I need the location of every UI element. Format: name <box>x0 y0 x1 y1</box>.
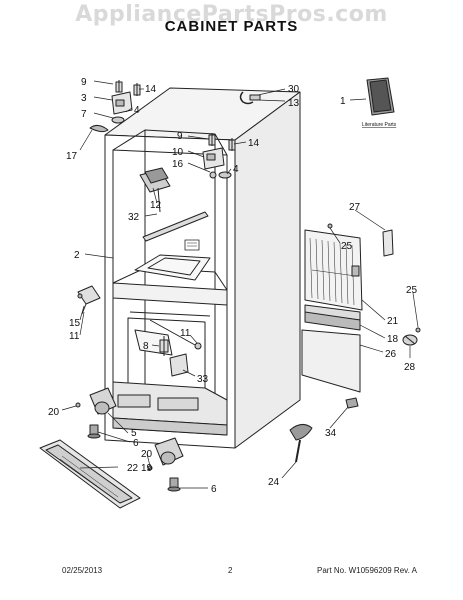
callout-9: 9 <box>177 131 183 142</box>
callout-26: 26 <box>385 349 397 360</box>
side-bracket-left <box>77 285 101 315</box>
power-cord-clip <box>239 91 261 105</box>
callout-11: 11 <box>69 331 80 342</box>
callout-4: 4 <box>233 164 239 175</box>
front-roller-left <box>75 387 117 439</box>
callout-27: 27 <box>349 202 361 213</box>
callout-24: 24 <box>268 477 280 488</box>
footer-part-number: Part No. W10596209 Rev. A <box>317 566 417 575</box>
small-clip <box>345 397 359 409</box>
callout-labels: 9 14 3 4 7 17 30 13 1 9 14 10 16 4 12 32… <box>48 77 418 495</box>
callout-10: 10 <box>172 147 184 158</box>
toe-grille <box>39 439 141 509</box>
callout-34: 34 <box>325 428 337 439</box>
literature-booklet <box>366 77 395 116</box>
callout-33: 33 <box>197 374 209 385</box>
lower-front-panel <box>301 329 361 393</box>
callout-28: 28 <box>404 362 416 373</box>
footer-page-number: 2 <box>228 566 233 575</box>
callout-25: 25 <box>406 285 418 296</box>
callout-20: 20 <box>48 407 60 418</box>
leveling-foot <box>402 327 421 346</box>
callout-19: 19 <box>141 463 153 474</box>
callout-11: 11 <box>180 328 191 339</box>
callout-2: 2 <box>74 250 80 261</box>
callout-30: 30 <box>288 84 300 95</box>
callout-25: 25 <box>341 241 353 252</box>
callout-21: 21 <box>387 316 399 327</box>
callout-8: 8 <box>143 341 149 352</box>
watermark: AppliancePartsPros.com <box>75 2 388 27</box>
callout-13: 13 <box>288 98 300 109</box>
callout-3: 3 <box>81 93 87 104</box>
literature-parts-label: Literature Parts <box>362 122 397 128</box>
callout-20: 20 <box>141 449 153 460</box>
tool-handle <box>289 424 313 463</box>
callout-17: 17 <box>66 151 78 162</box>
callout-14: 14 <box>145 84 157 95</box>
callout-15: 15 <box>69 318 81 329</box>
upper-hinge-left <box>89 80 141 133</box>
footer-date: 02/25/2013 <box>62 566 103 575</box>
callout-6: 6 <box>211 484 217 495</box>
rear-access-panel <box>304 223 394 311</box>
page-title: CABINET PARTS <box>164 18 299 35</box>
callout-18: 18 <box>387 334 399 345</box>
control-housing <box>139 167 171 213</box>
leader-lines <box>61 80 419 489</box>
callout-9: 9 <box>81 77 87 88</box>
callout-7: 7 <box>81 109 87 120</box>
trim-strip <box>304 304 361 331</box>
front-roller-right <box>147 437 184 492</box>
callout-14: 14 <box>248 138 260 149</box>
callout-32: 32 <box>128 212 140 223</box>
callout-6: 6 <box>133 438 139 449</box>
callout-4: 4 <box>134 105 140 116</box>
callout-16: 16 <box>172 159 184 170</box>
callout-1: 1 <box>340 96 346 107</box>
upper-hinge-right <box>202 133 236 179</box>
callout-22: 22 <box>127 463 139 474</box>
callout-5: 5 <box>131 428 137 439</box>
cabinet-body <box>104 87 301 449</box>
callout-12: 12 <box>150 200 162 211</box>
